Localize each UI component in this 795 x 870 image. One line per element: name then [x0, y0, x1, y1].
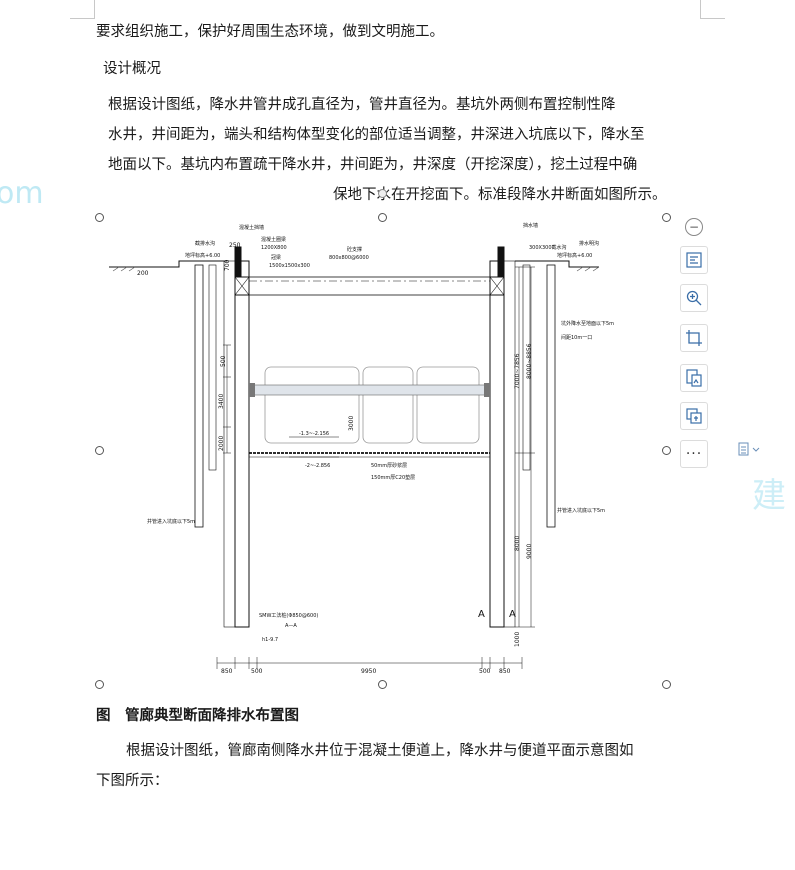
zoom-in-icon: [686, 290, 702, 306]
dim-bottom-850-left: 850: [221, 668, 233, 675]
label-level-right: 地坪标高+6.00: [557, 252, 592, 259]
dim-2000: 2000: [218, 436, 225, 451]
label-level-left: 地坪标高+6.00: [185, 252, 220, 259]
figure-caption: 图 管廊典型断面降排水布置图: [96, 708, 299, 724]
crop-icon: [686, 330, 702, 346]
label-top-left-d: 冠梁: [271, 254, 281, 261]
watermark-right: 建: [752, 476, 786, 516]
text-line-p2: 水井，井间距为，端头和结构体型变化的部位适当调整，井深进入坑底以下，降水至: [108, 127, 645, 143]
resize-handle-middle-right[interactable]: [662, 446, 671, 455]
dim-200: 200: [137, 270, 149, 277]
crop-button[interactable]: [680, 324, 708, 352]
image-translate-icon: [686, 408, 702, 424]
text-line-p1: 根据设计图纸，降水井管井成孔直径为，管井直径为。基坑外两侧布置控制性降: [108, 97, 616, 113]
text-line-1: 要求组织施工，保护好周围生态环境，做到文明施工。: [96, 24, 444, 40]
text-line-p4: 保地下水在开挖面下。标准段降水井断面如图所示。: [333, 187, 667, 203]
page-corner-mark-right: [700, 0, 725, 19]
dim-3400: 3400: [218, 394, 225, 409]
label-h1: h1-9.7: [262, 637, 278, 643]
rotate-handle[interactable]: [378, 189, 387, 198]
image-convert-icon: [686, 369, 702, 387]
label-top-right-b: 300X300截水沟: [529, 244, 567, 251]
dim-700: 700: [224, 259, 231, 271]
drawing-svg: 地坪标高+6.00 地坪标高+6.00 混凝土挡墙 截排水沟 混凝土圈梁 120…: [109, 222, 614, 675]
resize-handle-top-left[interactable]: [95, 213, 104, 222]
resize-handle-top-center[interactable]: [378, 213, 387, 222]
label-top-left-c: 混凝土圈梁: [261, 236, 286, 243]
label-section: A—A: [285, 623, 297, 629]
resize-handle-bottom-left[interactable]: [95, 680, 104, 689]
label-right-note1: 坑外降水至地面以下5m: [561, 320, 614, 327]
label-top-left-b: 截排水沟: [195, 240, 215, 247]
dim-1000: 1000: [514, 632, 521, 647]
dim-7856: 7000~7856: [514, 353, 521, 389]
image-to-text-button[interactable]: [680, 364, 708, 392]
paste-options-icon[interactable]: [738, 441, 760, 457]
dim-bottom-500-left: 500: [251, 668, 263, 675]
label-top-left-a: 混凝土挡墙: [239, 224, 264, 231]
resize-handle-bottom-center[interactable]: [378, 680, 387, 689]
page-corner-mark-left: [70, 0, 95, 19]
dim-bottom-9950: 9950: [361, 668, 376, 675]
image-translate-button[interactable]: [680, 402, 708, 430]
layout-options-button[interactable]: [680, 246, 708, 274]
section-mark-a-left: A: [478, 609, 485, 620]
section-mark-a-right: A: [509, 609, 516, 620]
label-smw: SMW工法桩(Φ850@600): [259, 612, 318, 619]
dim-8856: 8000~8856: [526, 343, 533, 379]
label-layer1: 50mm厚砂浆层: [371, 462, 407, 469]
label-beam-size: 1200X800: [261, 245, 287, 251]
text-line-p5: 根据设计图纸，管廊南侧降水井位于混凝土便道上，降水井与便道平面示意图如: [126, 743, 634, 759]
label-top-right-a: 挡水墙: [523, 222, 538, 229]
label-strut-size: 800x800@6000: [329, 255, 369, 261]
dim-500: 500: [220, 355, 227, 367]
collapse-toolbar-button[interactable]: −: [685, 218, 703, 236]
more-options-button[interactable]: ···: [680, 440, 708, 468]
label-left-note: 井管进入坑底以下5m: [147, 518, 195, 525]
dim-bottom-500-right: 500: [479, 668, 491, 675]
dim-9000: 9000: [526, 544, 533, 559]
zoom-in-button[interactable]: [680, 284, 708, 312]
dim-250: 250: [229, 242, 241, 249]
dim-3000: 3000: [348, 416, 355, 431]
label-lv1: -1.3~-2.156: [299, 431, 329, 437]
label-right-note3: 井管进入坑底以下5m: [557, 507, 605, 514]
resize-handle-bottom-right[interactable]: [662, 680, 671, 689]
label-right-note2: 间距10m一口: [561, 334, 592, 341]
text-line-p3: 地面以下。基坑内布置疏干降水井，井间距为，井深度（开挖深度），挖土过程中确: [108, 157, 638, 173]
label-top-right-c: 排水明沟: [579, 240, 599, 247]
label-corner-size: 1500x1500x300: [269, 263, 310, 269]
dim-8000: 8000: [514, 536, 521, 551]
label-strut: 砼支撑: [347, 246, 362, 253]
dim-bottom-850-right: 850: [499, 668, 511, 675]
label-layer2: 150mm厚C20垫层: [371, 474, 415, 481]
section-drawing-figure[interactable]: 地坪标高+6.00 地坪标高+6.00 混凝土挡墙 截排水沟 混凝土圈梁 120…: [95, 189, 671, 689]
watermark-left: om: [0, 176, 44, 211]
resize-handle-middle-left[interactable]: [95, 446, 104, 455]
section-heading: 设计概况: [103, 61, 161, 77]
text-wrap-icon: [686, 252, 702, 268]
label-lv2: -2~-2.856: [305, 463, 330, 469]
resize-handle-top-right[interactable]: [662, 213, 671, 222]
text-line-p6: 下图所示：: [96, 773, 169, 789]
